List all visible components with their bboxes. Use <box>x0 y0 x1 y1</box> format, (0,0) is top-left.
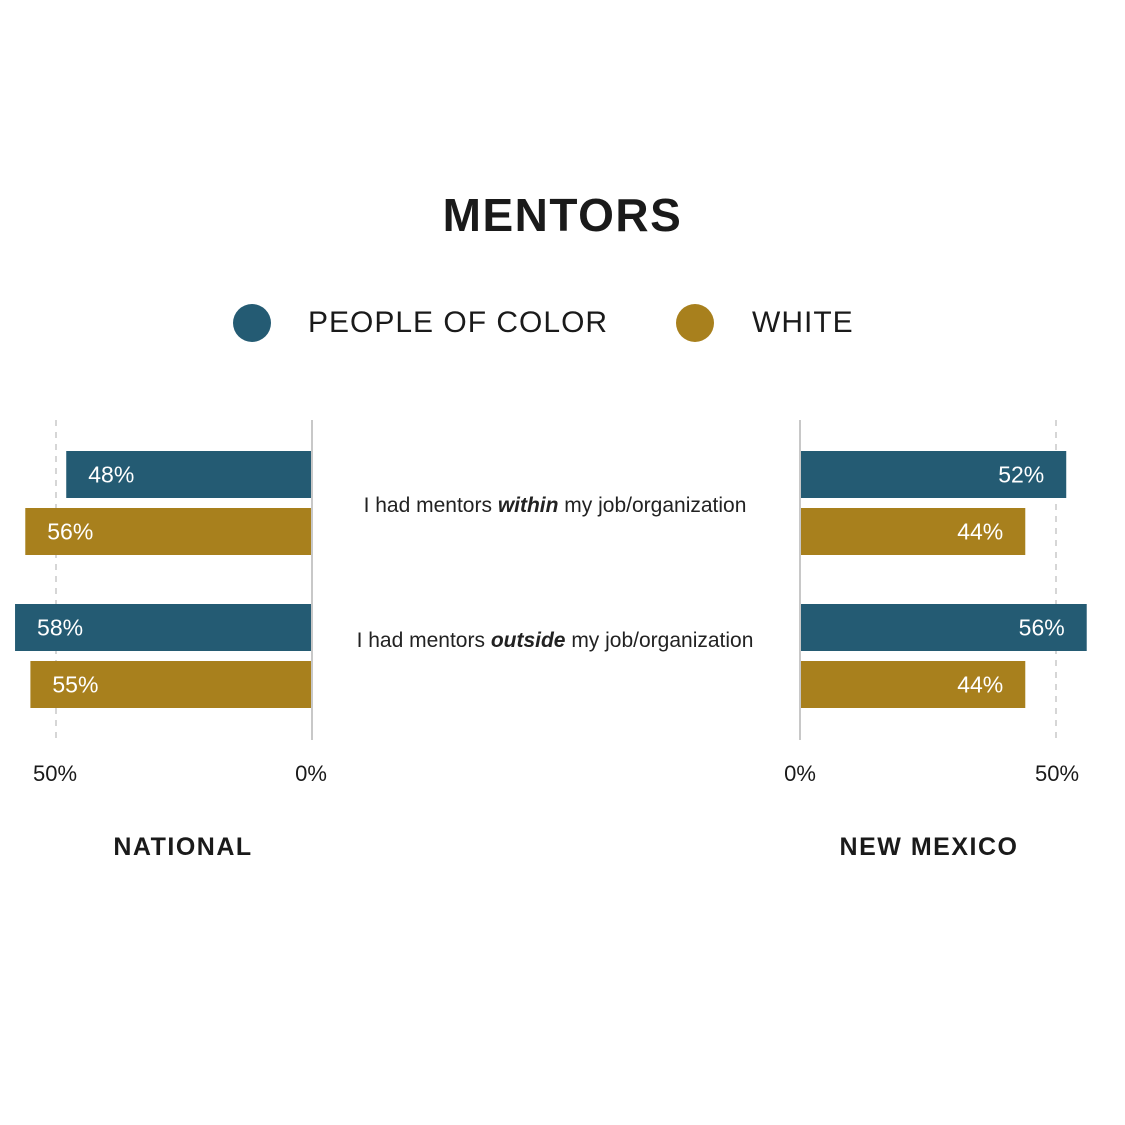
bar-national-white-1 <box>30 661 313 708</box>
category-label-within: I had mentors within my job/organization <box>363 494 747 517</box>
bar-new-mexico-people-of-color-0 <box>800 451 1067 498</box>
data-label-national-people-of-color-1: 58% <box>37 615 83 641</box>
legend-swatch-white <box>676 304 714 342</box>
tick-label-national-0: 0% <box>295 761 327 786</box>
data-label-new-mexico-white-0: 44% <box>957 519 1003 545</box>
data-label-national-white-0: 56% <box>47 519 93 545</box>
panel-label-national: NATIONAL <box>113 833 253 861</box>
data-label-national-white-1: 55% <box>52 672 98 698</box>
chart-title: MENTORS <box>442 189 683 241</box>
category-label-outside: I had mentors outside my job/organizatio… <box>356 629 754 652</box>
data-label-new-mexico-people-of-color-0: 52% <box>998 462 1044 488</box>
tick-label-national-50: 50% <box>32 761 78 786</box>
bar-new-mexico-white-1 <box>800 661 1026 708</box>
panel-label-new-mexico: NEW MEXICO <box>839 833 1019 861</box>
bar-national-white-0 <box>25 508 313 555</box>
legend-swatch-people-of-color <box>233 304 271 342</box>
bar-new-mexico-people-of-color-1 <box>800 604 1087 651</box>
bar-national-people-of-color-1 <box>15 604 312 651</box>
data-label-new-mexico-people-of-color-1: 56% <box>1019 615 1065 641</box>
bar-new-mexico-white-0 <box>800 508 1026 555</box>
data-label-new-mexico-white-1: 44% <box>957 672 1003 698</box>
bar-national-people-of-color-0 <box>66 451 313 498</box>
legend-label-people-of-color: PEOPLE OF COLOR <box>308 306 609 339</box>
tick-label-new-mexico-0: 0% <box>784 761 816 786</box>
legend-label-white: WHITE <box>752 306 854 339</box>
tick-label-new-mexico-50: 50% <box>1034 761 1080 786</box>
data-label-national-people-of-color-0: 48% <box>88 462 134 488</box>
